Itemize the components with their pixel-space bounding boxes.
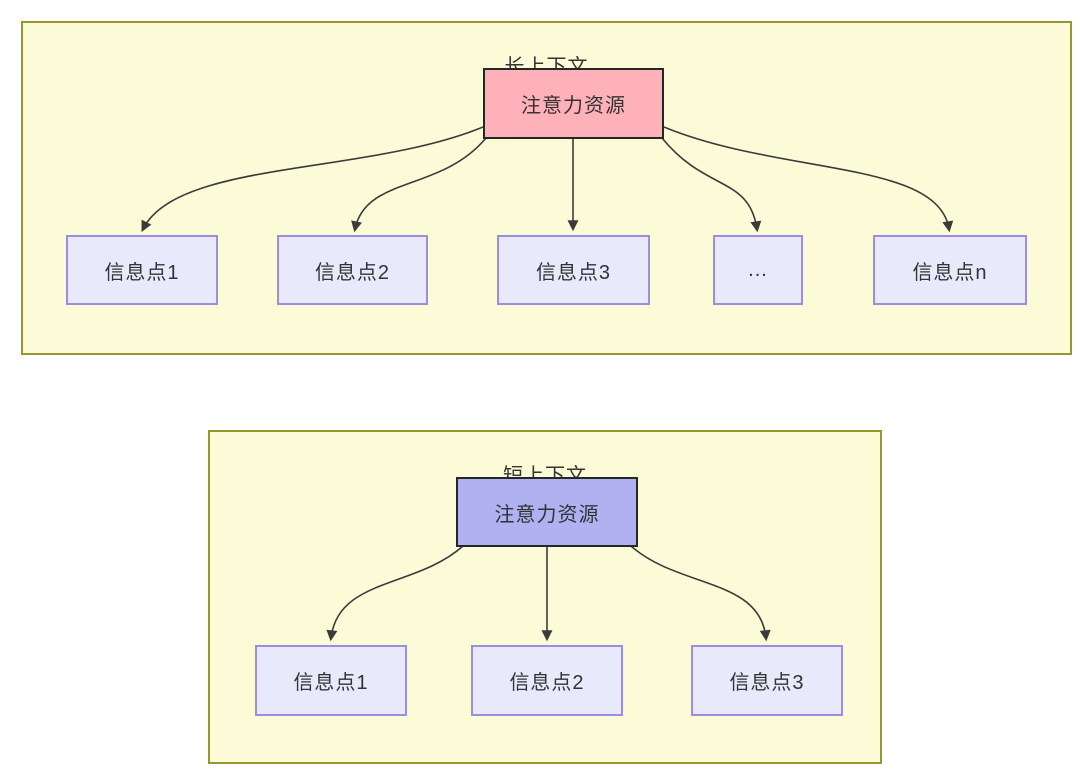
short-info-node-2: 信息点2 <box>471 645 623 716</box>
long-info-node-3: 信息点3 <box>497 235 650 305</box>
short-attention-label: 注意力资源 <box>494 503 600 526</box>
long-info-node-n: 信息点n <box>873 235 1027 305</box>
long-info-label-2: 信息点2 <box>314 261 391 284</box>
long-info-label-3: 信息点3 <box>535 261 612 284</box>
long-info-node-ellipsis: ... <box>713 235 803 305</box>
long-info-label-ellipsis: ... <box>748 258 768 281</box>
long-attention-node: 注意力资源 <box>483 68 664 139</box>
short-info-label-2: 信息点2 <box>509 672 585 694</box>
long-info-node-1: 信息点1 <box>66 235 218 305</box>
short-attention-node: 注意力资源 <box>456 477 638 547</box>
long-attention-label: 注意力资源 <box>521 95 626 117</box>
short-info-label-3: 信息点3 <box>729 672 805 694</box>
long-info-label-1: 信息点1 <box>104 261 180 284</box>
short-info-label-1: 信息点1 <box>293 672 369 694</box>
long-info-label-n: 信息点n <box>912 261 988 284</box>
short-info-node-3: 信息点3 <box>691 645 843 716</box>
long-info-node-2: 信息点2 <box>277 235 428 305</box>
short-info-node-1: 信息点1 <box>255 645 407 716</box>
